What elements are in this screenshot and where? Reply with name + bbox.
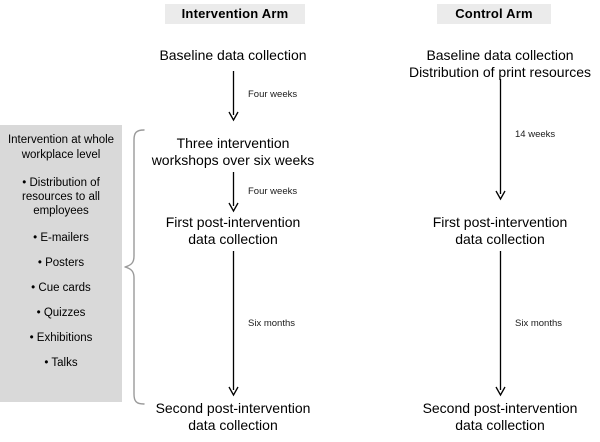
column-header-control-arm: Control Arm [437, 4, 551, 24]
list-item: • Quizzes [36, 307, 86, 319]
arrow-down-icon [227, 172, 240, 213]
list-item: • E-mailers [33, 232, 89, 244]
list-item: • Cue cards [31, 282, 91, 294]
arrow-down-icon [227, 251, 240, 397]
sidebar-component-list: • Distribution of resources to all emplo… [6, 176, 116, 370]
arrow-label-six-months-control: Six months [515, 318, 562, 329]
arrow-down-icon [494, 251, 507, 397]
flow-node-intervention-workshops: Three intervention workshops over six we… [151, 135, 315, 168]
arrow-label-four-weeks-2: Four weeks [248, 186, 298, 197]
list-item: • Distribution of resources to all emplo… [22, 177, 100, 217]
flow-node-intervention-first-post: First post-intervention data collection [165, 214, 301, 247]
arrow-down-icon [227, 71, 240, 122]
flow-node-control-first-post: First post-intervention data collection [432, 214, 568, 247]
arrow-label-six-months-intervention: Six months [248, 318, 295, 329]
arrow-label-14-weeks: 14 weeks [515, 129, 556, 140]
intervention-components-panel: Intervention at whole workplace level • … [0, 125, 122, 402]
flow-node-control-second-post: Second post-intervention data collection [422, 400, 578, 433]
flow-node-control-baseline: Baseline data collection Distribution of… [408, 47, 592, 80]
flow-node-intervention-baseline: Baseline data collection [159, 47, 307, 63]
list-item: • Talks [44, 357, 78, 369]
sidebar-title: Intervention at whole workplace level [7, 134, 115, 161]
curly-brace-icon [122, 128, 148, 406]
flow-node-intervention-second-post: Second post-intervention data collection [155, 400, 311, 433]
list-item: • Exhibitions [29, 332, 93, 344]
arrow-down-icon [494, 79, 507, 201]
arrow-label-four-weeks-1: Four weeks [248, 89, 298, 100]
column-header-intervention-arm: Intervention Arm [165, 4, 305, 24]
list-item: • Posters [37, 257, 85, 269]
